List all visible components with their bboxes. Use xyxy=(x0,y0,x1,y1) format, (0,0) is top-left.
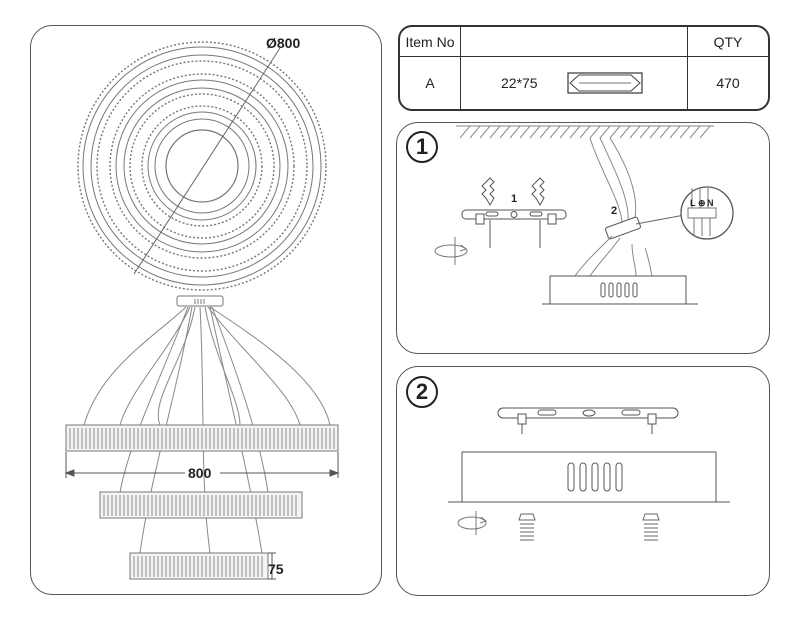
bracket-step2 xyxy=(497,407,679,434)
top-view-rings xyxy=(77,41,327,291)
parts-table: Item No QTY A 22*75 470 xyxy=(398,25,770,111)
terminal-zoom xyxy=(680,186,734,240)
canopy xyxy=(176,295,224,307)
table-row: A 22*75 470 xyxy=(400,57,768,109)
ceiling-hatch xyxy=(456,125,714,139)
driver-wires xyxy=(574,235,653,277)
driver-box-step2 xyxy=(448,451,730,503)
rotate-icon xyxy=(434,237,468,265)
width-label: 800 xyxy=(188,465,212,481)
wire-connector xyxy=(605,216,641,240)
supply-wires xyxy=(589,137,637,223)
parts-table-header: Item No QTY xyxy=(400,27,768,57)
step1-number: 1 xyxy=(406,131,438,163)
step2-number: 2 xyxy=(406,376,438,408)
cap-nut-left xyxy=(518,513,536,541)
row-size: 22*75 xyxy=(501,75,538,91)
ring-small xyxy=(129,552,269,580)
height-label: 75 xyxy=(268,561,284,577)
row-item-no: A xyxy=(400,57,461,109)
ring-middle-crystals xyxy=(103,495,297,516)
diameter-line xyxy=(133,47,281,275)
crystal-bar-icon xyxy=(567,72,643,94)
height-dimension xyxy=(268,552,276,580)
terminal-letter-l: L xyxy=(690,198,696,208)
diameter-label: Ø800 xyxy=(266,35,300,51)
row-description: 22*75 xyxy=(461,57,688,109)
width-dimension xyxy=(64,452,340,478)
driver-box xyxy=(542,275,698,305)
row-qty: 470 xyxy=(716,75,740,91)
mounting-bracket xyxy=(461,209,567,220)
terminal-letter-ground: ⊕ xyxy=(698,198,706,208)
cap-nut-right xyxy=(642,513,660,541)
terminal-letter-n: N xyxy=(707,198,714,208)
ring-large-crystals xyxy=(69,428,335,449)
callout-2: 2 xyxy=(611,205,617,217)
header-qty: QTY xyxy=(688,27,768,57)
rotate-icon-step2 xyxy=(457,511,488,535)
wall-plugs xyxy=(475,177,557,248)
header-description xyxy=(461,27,688,57)
callout-1: 1 xyxy=(511,193,517,205)
ring-small-crystals xyxy=(133,556,263,577)
header-item-no: Item No xyxy=(400,27,461,57)
